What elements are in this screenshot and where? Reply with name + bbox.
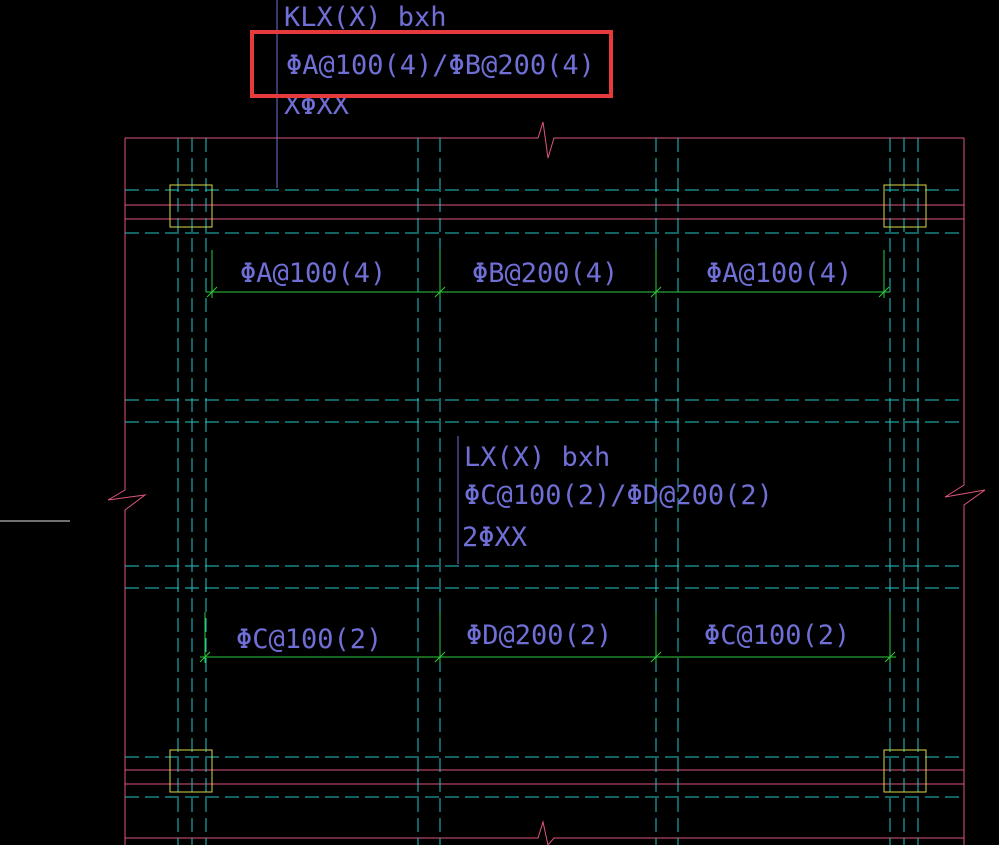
- top-annotation-line2: ΦA@100(4)/ΦB@200(4): [286, 50, 595, 81]
- top-annotation: KLX(X) bxh ΦA@100(4)/ΦB@200(4) XΦXX: [284, 2, 595, 121]
- dim-bottom-3: ΦC@100(2): [704, 620, 850, 651]
- dim-top-3: ΦA@100(4): [706, 258, 852, 289]
- center-annotation: LX(X) bxh ΦC@100(2)/ΦD@200(2) 2ΦXX: [462, 442, 773, 553]
- dimension-labels-top: ΦA@100(4) ΦB@200(4) ΦA@100(4): [240, 258, 852, 289]
- boundary-right-edge: [944, 138, 986, 845]
- column-markers: [169, 184, 927, 793]
- dim-top-2: ΦB@200(4): [472, 258, 618, 289]
- column-bottom-left: [169, 749, 213, 793]
- column-bottom-right: [883, 749, 927, 793]
- boundary-left-edge: [107, 138, 147, 845]
- boundary-top-edge: [125, 121, 964, 159]
- column-top-right: [883, 184, 927, 228]
- dim-bottom-1: ΦC@100(2): [236, 624, 382, 655]
- boundary-bottom-edge: [125, 820, 964, 845]
- center-annotation-line1: LX(X) bxh: [464, 442, 610, 473]
- column-top-left: [169, 184, 213, 228]
- dim-top-1: ΦA@100(4): [240, 258, 386, 289]
- dimension-line-bottom: [199, 612, 896, 663]
- top-annotation-line1: KLX(X) bxh: [284, 2, 447, 33]
- hidden-beam-lines: [125, 138, 964, 845]
- dimension-labels-bottom: ΦC@100(2) ΦD@200(2) ΦC@100(2): [236, 620, 850, 655]
- dim-bottom-2: ΦD@200(2): [466, 620, 612, 651]
- main-beam-lines: [125, 204, 964, 785]
- center-annotation-line3: 2ΦXX: [462, 522, 527, 553]
- dimension-line-top: [206, 250, 890, 298]
- highlight-box: [250, 30, 613, 98]
- center-annotation-line2: ΦC@100(2)/ΦD@200(2): [464, 480, 773, 511]
